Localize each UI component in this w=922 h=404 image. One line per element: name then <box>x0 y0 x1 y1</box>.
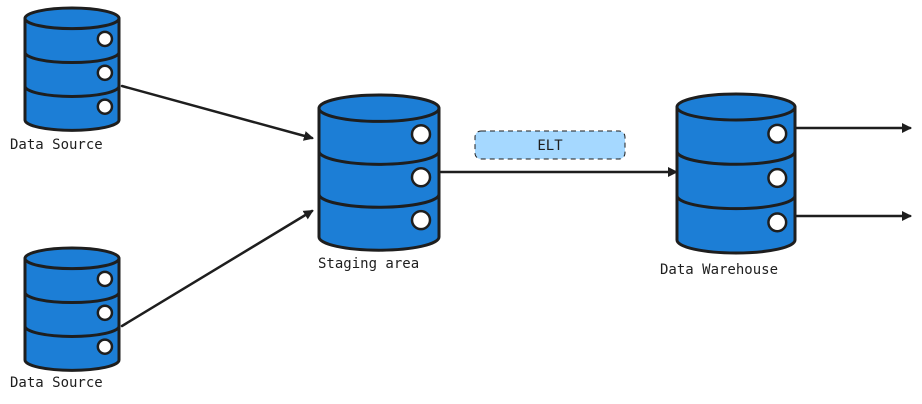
source-1-label: Data Source <box>10 137 103 153</box>
staging-database-top <box>317 93 441 123</box>
staging-database-indicator <box>410 166 432 188</box>
warehouse-database-indicator <box>767 167 788 189</box>
source-1-database-icon <box>23 6 121 132</box>
staging-database-body <box>317 106 441 252</box>
source-1-database-band-line <box>23 85 121 98</box>
staging-label: Staging area <box>318 256 419 272</box>
source-2-database-indicator <box>96 270 114 288</box>
source-2-database-body <box>23 256 121 372</box>
source-2-database-icon <box>23 246 121 372</box>
source-2-database-indicator <box>96 338 114 355</box>
warehouse-database-indicator <box>767 212 788 233</box>
source-1-database-indicator <box>96 64 114 82</box>
warehouse-database-top <box>675 92 797 122</box>
staging-database-icon <box>317 93 441 252</box>
warehouse-database-band-line <box>675 150 797 166</box>
source-2-label: Data Source <box>10 375 103 391</box>
source-2-database-top <box>23 246 121 271</box>
warehouse-label: Data Warehouse <box>660 262 778 278</box>
elt-badge-box <box>474 130 626 160</box>
source-1-database-band-line <box>23 51 121 65</box>
source-1-database-top <box>23 6 121 31</box>
source-1-database-indicator <box>96 30 114 48</box>
source-2-database-band-line <box>23 325 121 338</box>
elt-label: ELT <box>537 138 563 154</box>
source-2-database-band-line <box>23 291 121 305</box>
source-1-database-body <box>23 16 121 132</box>
staging-database-indicator <box>410 209 432 231</box>
edge-source2-to-staging <box>120 209 314 328</box>
elt-badge: ELT <box>474 130 626 160</box>
staging-database-band-line <box>317 193 441 209</box>
source-1-database-indicator <box>96 98 114 115</box>
edge-source1-to-staging <box>120 84 314 141</box>
edges <box>120 84 912 328</box>
staging-database-band-line <box>317 150 441 166</box>
warehouse-database-indicator <box>767 123 788 144</box>
warehouse-database-band-line <box>675 195 797 211</box>
warehouse-database-icon <box>675 92 797 255</box>
warehouse-database-body <box>675 105 797 255</box>
source-2-database-indicator <box>96 304 114 322</box>
staging-database-indicator <box>410 124 432 145</box>
